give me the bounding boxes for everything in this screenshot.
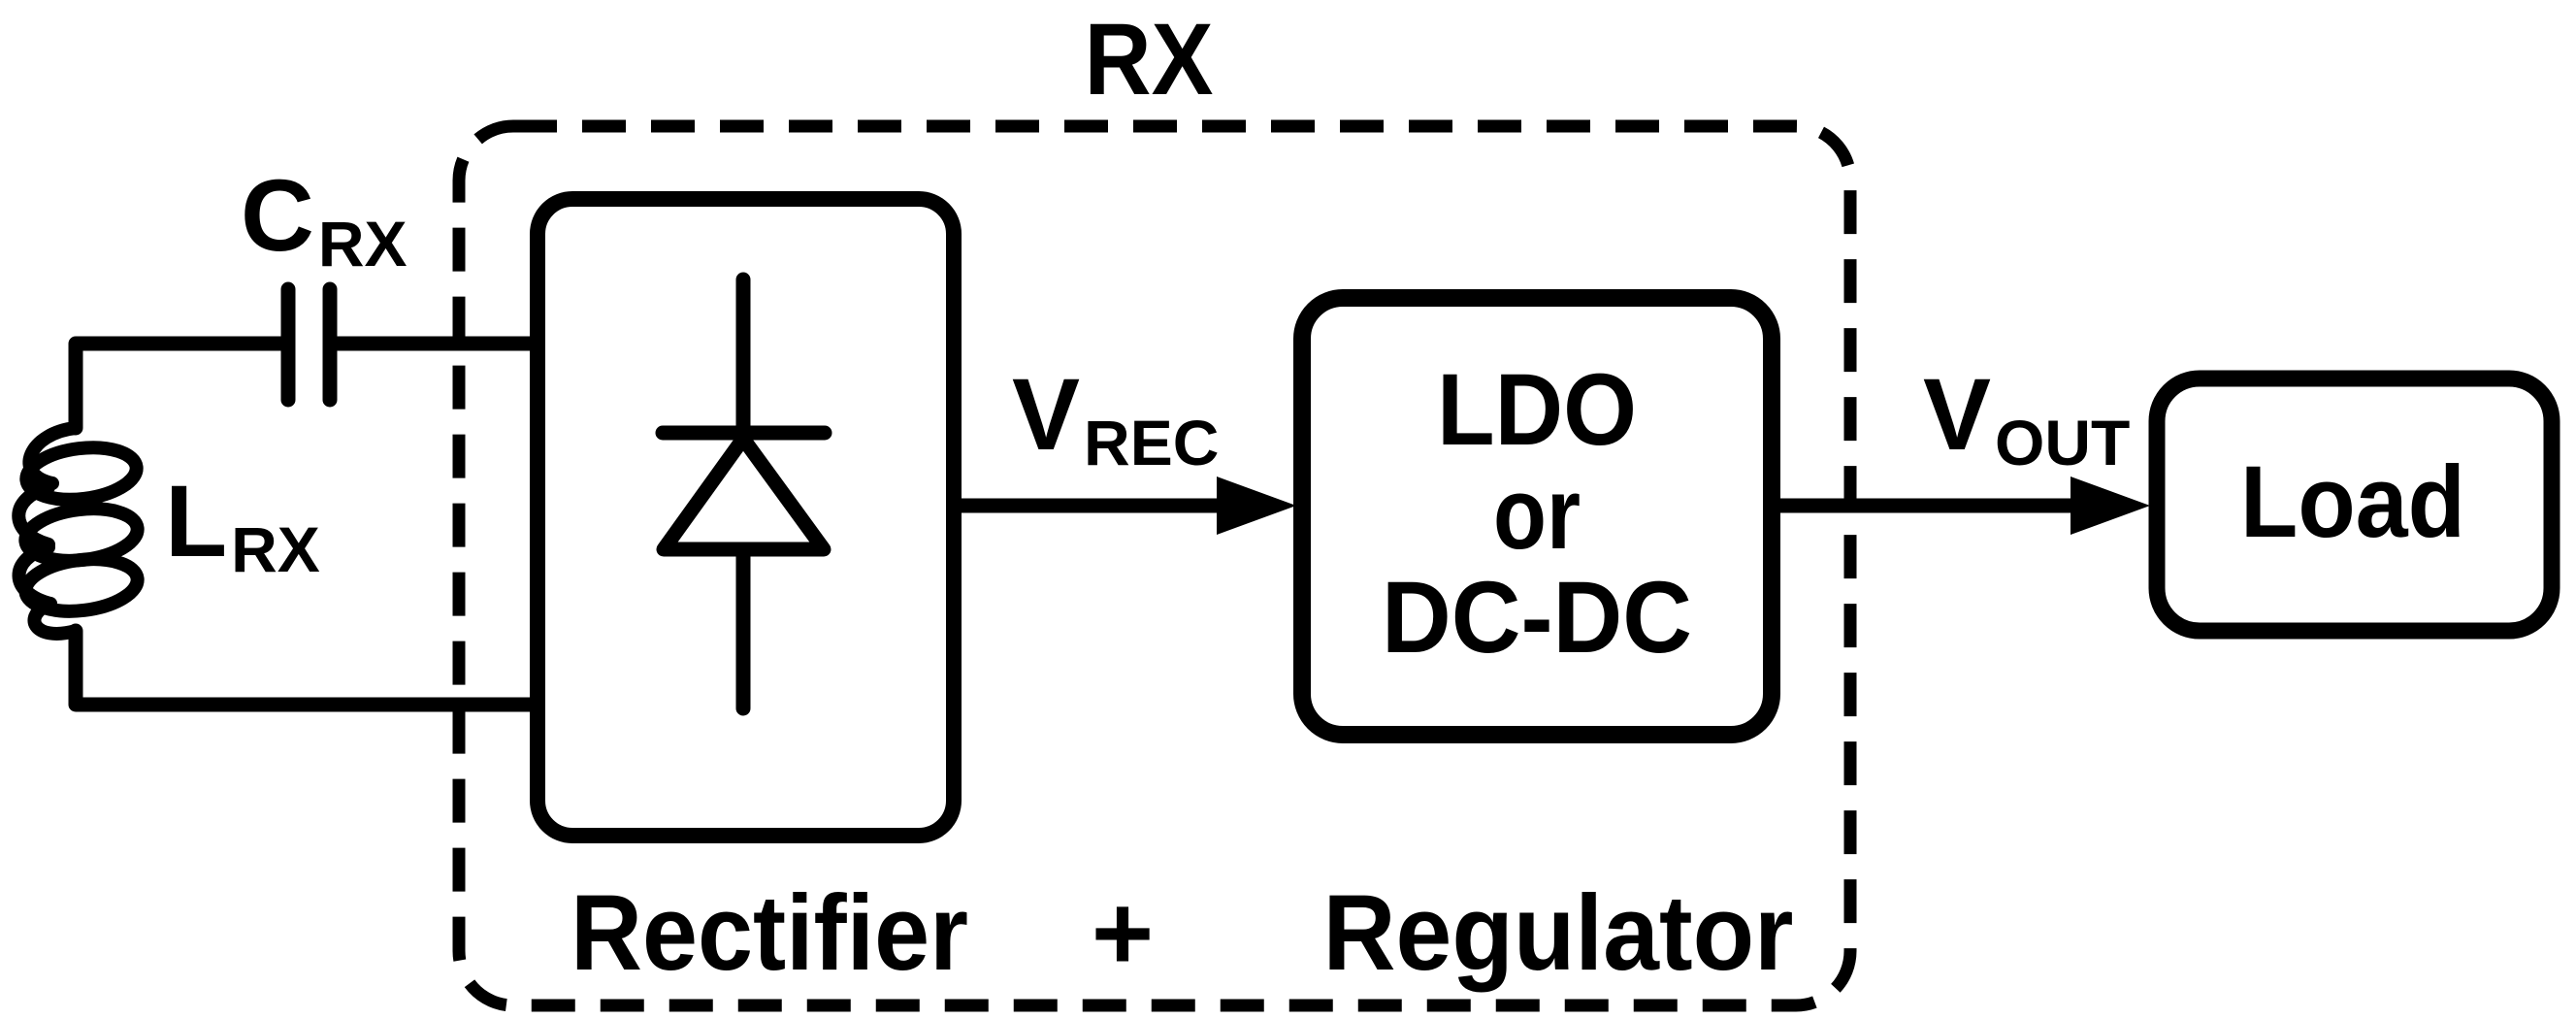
rx-title: RX bbox=[1085, 3, 1214, 116]
ind-label-sub: RX bbox=[231, 513, 320, 585]
rectifier-caption: Rectifier bbox=[571, 873, 968, 993]
ind-label: LRX bbox=[165, 465, 320, 585]
regulator-line-3: DC-DC bbox=[1382, 561, 1692, 674]
input-top-wire bbox=[68, 336, 289, 436]
cap-label: CRX bbox=[241, 159, 408, 279]
vout-label: VOUT bbox=[1923, 358, 2130, 478]
ind-label-main: L bbox=[165, 465, 227, 578]
regulator-line-1: LDO bbox=[1437, 353, 1637, 467]
vrec-label-sub: REC bbox=[1084, 407, 1219, 478]
inductor-coil-icon bbox=[12, 421, 145, 641]
vrec-label: VREC bbox=[1012, 358, 1219, 478]
vrec-label-main: V bbox=[1012, 358, 1080, 472]
regulator-block bbox=[1293, 289, 1780, 743]
plus-caption: + bbox=[1092, 873, 1154, 993]
cap-label-main: C bbox=[241, 159, 314, 273]
regulator-caption: Regulator bbox=[1323, 873, 1794, 993]
diode-icon bbox=[655, 272, 832, 716]
load-block-text: Load bbox=[2240, 445, 2465, 559]
vout-arrow bbox=[1764, 477, 2150, 535]
vout-label-main: V bbox=[1923, 358, 1991, 472]
rectifier-block bbox=[530, 191, 962, 843]
regulator-line-2: or bbox=[1493, 457, 1581, 571]
capacitor-icon bbox=[280, 281, 338, 408]
cap-label-sub: RX bbox=[318, 208, 408, 279]
vrec-arrow bbox=[946, 477, 1296, 535]
vout-label-sub: OUT bbox=[1995, 407, 2130, 478]
rx-boundary-box bbox=[452, 119, 1857, 1012]
load-block bbox=[2148, 370, 2560, 640]
input-bottom-wire bbox=[68, 623, 545, 712]
